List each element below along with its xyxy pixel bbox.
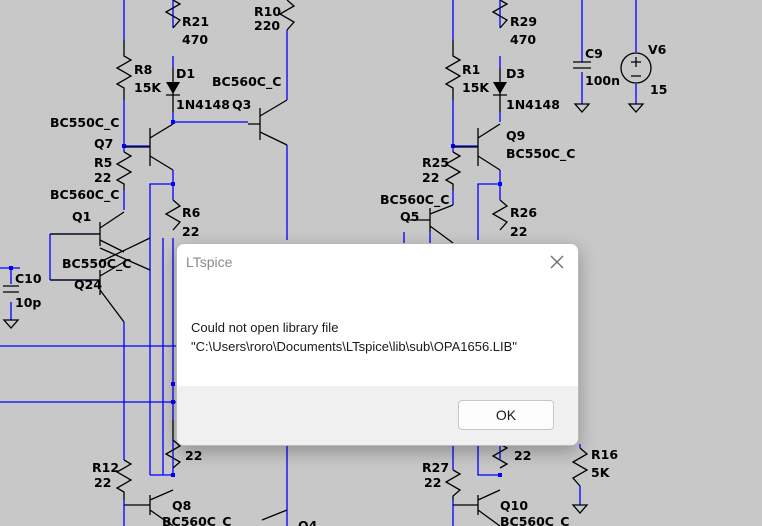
- label-r6-name: R6: [182, 205, 201, 220]
- label-r1-name: R1: [462, 62, 480, 77]
- component-labels: R21 470 R10 220 R29 470 C9 100n V6 15 R8…: [15, 4, 667, 526]
- label-q9-name: Q9: [506, 128, 525, 143]
- close-button[interactable]: [545, 250, 569, 274]
- label-q10-model: BC560C_C: [500, 514, 569, 526]
- label-d3-name: D3: [506, 66, 525, 81]
- label-r26-name: R26: [510, 205, 537, 220]
- label-c10-name: C10: [15, 271, 42, 286]
- label-q10-name: Q10: [500, 498, 528, 513]
- message-line-2: "C:\Users\roro\Documents\LTspice\lib\sub…: [191, 339, 517, 354]
- label-c10-value: 10p: [15, 295, 41, 310]
- label-q24-model: BC550C_C: [62, 256, 131, 272]
- label-c9-value: 100n: [585, 73, 620, 88]
- close-icon: [550, 255, 564, 269]
- label-r12-value: 22: [94, 475, 111, 490]
- error-message: Could not open library file "C:\Users\ro…: [191, 318, 517, 356]
- transistors: [50, 99, 501, 526]
- label-r16-value: 5K: [591, 465, 611, 480]
- label-q24-name: Q24: [74, 277, 102, 292]
- label-right-22: 22: [514, 448, 531, 463]
- label-r25-name: R25: [422, 155, 449, 170]
- junction-nodes: [9, 120, 502, 477]
- label-r8-name: R8: [134, 62, 152, 77]
- label-r26-value: 22: [510, 224, 527, 239]
- label-q8-name: Q8: [172, 498, 191, 513]
- label-r12-name: R12: [92, 460, 119, 475]
- diodes: [166, 68, 507, 112]
- label-q5-model: BC560C_C: [380, 192, 449, 208]
- label-q5-name: Q5: [400, 209, 419, 224]
- label-r21-value: 470: [182, 32, 208, 47]
- capacitors: [2, 61, 645, 514]
- label-q1-model: BC560C_C: [50, 187, 119, 203]
- label-r21-name: R21: [182, 14, 209, 29]
- label-q8-model: BC560C_C: [162, 514, 231, 526]
- label-v6-value: 15: [650, 82, 667, 97]
- label-q7-model: BC550C_C: [50, 115, 119, 131]
- label-r10-value: 220: [254, 18, 280, 33]
- dialog-title: LTspice: [186, 254, 233, 270]
- label-r16-name: R16: [591, 447, 618, 462]
- error-dialog: LTspice Could not open library file "C:\…: [176, 243, 579, 446]
- resistors: [115, 0, 589, 500]
- label-v6-name: V6: [648, 42, 667, 57]
- ok-button[interactable]: OK: [458, 400, 554, 430]
- label-r5-name: R5: [94, 155, 112, 170]
- label-q3-name: Q3: [232, 97, 251, 112]
- label-r5-value: 22: [94, 170, 111, 185]
- label-left-22: 22: [185, 448, 202, 463]
- label-q3-model: BC560C_C: [212, 74, 281, 90]
- label-q7-name: Q7: [94, 136, 113, 151]
- label-r29-name: R29: [510, 14, 537, 29]
- dialog-body: Could not open library file "C:\Users\ro…: [177, 282, 578, 386]
- label-d1-value: 1N4148: [176, 97, 230, 112]
- label-c9-name: C9: [585, 46, 603, 61]
- voltage-source: [620, 52, 652, 84]
- label-r25-value: 22: [422, 170, 439, 185]
- label-q9-model: BC550C_C: [506, 146, 575, 162]
- label-r1-value: 15K: [462, 80, 490, 95]
- label-d1-name: D1: [176, 66, 195, 81]
- right-wires: [403, 0, 637, 526]
- label-r6-value: 22: [182, 224, 199, 239]
- label-r8-value: 15K: [134, 80, 162, 95]
- label-d3-value: 1N4148: [506, 97, 560, 112]
- label-r27-name: R27: [422, 460, 449, 475]
- label-r27-value: 22: [424, 475, 441, 490]
- dialog-footer: OK: [177, 386, 578, 445]
- label-r10-name: R10: [254, 4, 281, 19]
- label-q4-partial: Q4: [298, 518, 318, 526]
- label-r29-value: 470: [510, 32, 536, 47]
- message-line-1: Could not open library file: [191, 320, 339, 335]
- label-q1-name: Q1: [72, 209, 91, 224]
